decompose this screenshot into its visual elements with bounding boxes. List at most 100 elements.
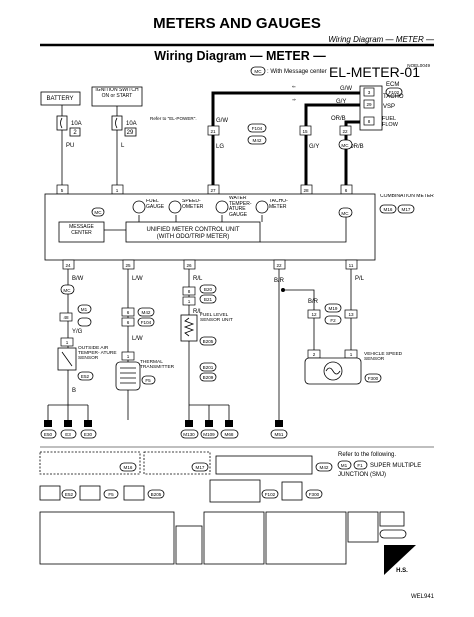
speedometer-icon xyxy=(168,200,182,214)
conn-f2: F2 xyxy=(330,318,336,323)
meter-pin-bottom: 22 xyxy=(276,263,282,268)
refer-line1: SUPER MULTIPLE xyxy=(370,463,421,469)
arrow-tacho: ⇐ xyxy=(292,84,296,89)
wire-bw: B/W xyxy=(72,276,84,282)
fuse2-num: 29 xyxy=(127,130,134,136)
ground-label: M109 xyxy=(203,432,215,437)
hs-badge-text: H.S. xyxy=(396,568,408,574)
battery-box xyxy=(40,91,81,106)
ground-label: M51 xyxy=(275,432,284,437)
arrow-vsp: ⇒ xyxy=(292,97,296,102)
meter-pin-top: 28 xyxy=(303,188,309,193)
thermal-label: THERMAL TRANSMITTER xyxy=(140,360,175,371)
vss-fo: VEHICLE SPEED SENSOR xyxy=(364,352,402,362)
meter-pin-top: 6 xyxy=(345,188,348,193)
section-subtitle: Wiring Diagram — METER — xyxy=(328,35,435,44)
wire-pl: P/L xyxy=(355,276,365,282)
thermal-fo: THERMAL TRANSMITTER xyxy=(140,360,175,371)
svg-text:1: 1 xyxy=(127,354,130,359)
water-temp-gauge-icon xyxy=(215,200,229,214)
tachometer-icon xyxy=(255,200,269,214)
conn-m17-view: M17 xyxy=(196,465,205,470)
speedometer-label: SPEED- OMETER xyxy=(182,199,204,210)
conn-f102-view: F102 xyxy=(265,492,276,497)
wire-lw: L/W xyxy=(132,276,143,282)
conn-f300: F300 xyxy=(368,376,379,381)
conn-b20: B20 xyxy=(204,287,213,292)
ground-label: E30 xyxy=(84,432,93,437)
svg-text:2: 2 xyxy=(313,352,316,357)
fuse2-amp: 10A xyxy=(126,121,137,127)
section-title: METERS AND GAUGES xyxy=(153,15,321,32)
conn-b205: B205 xyxy=(203,339,214,344)
fuel-level-label: FUEL LEVEL SENSOR UNIT xyxy=(200,313,233,324)
page-ref: WEL941 xyxy=(411,594,435,600)
ground-label: M130 xyxy=(183,432,195,437)
fuse1-num: 2 xyxy=(73,130,77,136)
mc-badge: MC xyxy=(341,143,349,148)
meter-pin-bottom: 25 xyxy=(125,263,131,268)
ecm-fuel-flow: FUEL FLOW xyxy=(382,116,398,128)
conn-b201: B201 xyxy=(203,365,214,370)
fuel-gauge-fo: FUEL GAUGE xyxy=(146,199,164,209)
ref-code: NOEL0049 xyxy=(407,63,430,68)
ecm-pin: 8 xyxy=(368,119,371,124)
refer-text: Refer to the following. xyxy=(338,452,396,458)
ground-label: E50 xyxy=(44,432,53,437)
conn-m42-b: M42 xyxy=(142,310,151,315)
mc-legend-text: : With Message center xyxy=(267,69,327,75)
mc-badge: MC xyxy=(341,211,349,216)
mc-badge: MC xyxy=(94,210,102,215)
speedometer-fo: SPEED- OMETER xyxy=(182,199,204,210)
ignition-fo: IGNITION SWITCH ON or START xyxy=(95,88,138,98)
ground-label: E3 xyxy=(65,432,71,437)
refer-line2: JUNCTION (SMJ) xyxy=(338,472,386,478)
wire-orb-ecm: OR/B xyxy=(331,116,346,122)
fuel-level-sensor-icon xyxy=(180,314,198,342)
wire-rl-2: R/L xyxy=(193,309,203,315)
battery-label: BATTERY xyxy=(46,96,73,102)
meter-pin-bottom: 26 xyxy=(186,263,192,268)
mc-legend-badge-text: MC xyxy=(254,69,262,74)
wire-orb: OR/B xyxy=(349,144,364,150)
conn-f5-view: F5 xyxy=(108,492,114,497)
svg-text:1: 1 xyxy=(66,340,69,345)
connector-views: M16 M17 M42 Refer to the following. M1 F… xyxy=(39,451,421,565)
conn-b21: B21 xyxy=(204,297,213,302)
comb-meter-fo: COMBINATION METER xyxy=(380,194,434,199)
ecm-pin: 3 xyxy=(368,90,371,95)
conn-m16-view: M16 xyxy=(124,465,133,470)
ecm-label: ECM xyxy=(386,82,399,88)
svg-text:13: 13 xyxy=(348,312,354,317)
meter-pin-bottom: 11 xyxy=(349,263,354,268)
refer-m1: M1 xyxy=(341,463,348,468)
unified-sublabel: (WITH ODO/TRIP METER) xyxy=(157,234,230,240)
conn-m17: M17 xyxy=(402,207,411,212)
meter-pin-bottom: 24 xyxy=(65,263,71,268)
conn-b209: B209 xyxy=(203,375,214,380)
wire-br-2: B/R xyxy=(308,299,319,305)
tacho-signal-wire xyxy=(211,91,360,185)
wire-b: B xyxy=(72,388,76,394)
junction-pin-21: 21 xyxy=(210,129,216,134)
conn-e52-view: E52 xyxy=(65,492,74,497)
fuse-2 xyxy=(56,115,68,131)
conn-f104-b: F104 xyxy=(141,320,152,325)
wire-yg: Y/G xyxy=(72,329,83,335)
mc-fo: MESSAGE CENTER xyxy=(69,224,94,236)
fuse-29 xyxy=(111,115,123,131)
water-temp-label: WATER TEMPER- ATURE GAUGE xyxy=(229,196,252,218)
meter-pin-top: 27 xyxy=(210,188,216,193)
vsp-signal-wire xyxy=(304,103,360,185)
meter-pin-top: 5 xyxy=(61,188,64,193)
unified-label: UNIFIED METER CONTROL UNIT xyxy=(146,227,239,233)
refer-power: Refer to "EL-POWER". xyxy=(150,116,197,121)
tachometer-fo: TACHO- METER xyxy=(269,199,288,209)
message-center-label: MESSAGE CENTER xyxy=(69,224,94,236)
fuse1-amp: 10A xyxy=(71,121,82,127)
fuel-flow-fo: FUEL FLOW xyxy=(382,116,398,128)
pin-48: 48 xyxy=(63,315,69,320)
junction-pin-15: 15 xyxy=(302,129,308,134)
conn-m1: M1 xyxy=(81,307,88,312)
ground-label: M68 xyxy=(225,432,234,437)
